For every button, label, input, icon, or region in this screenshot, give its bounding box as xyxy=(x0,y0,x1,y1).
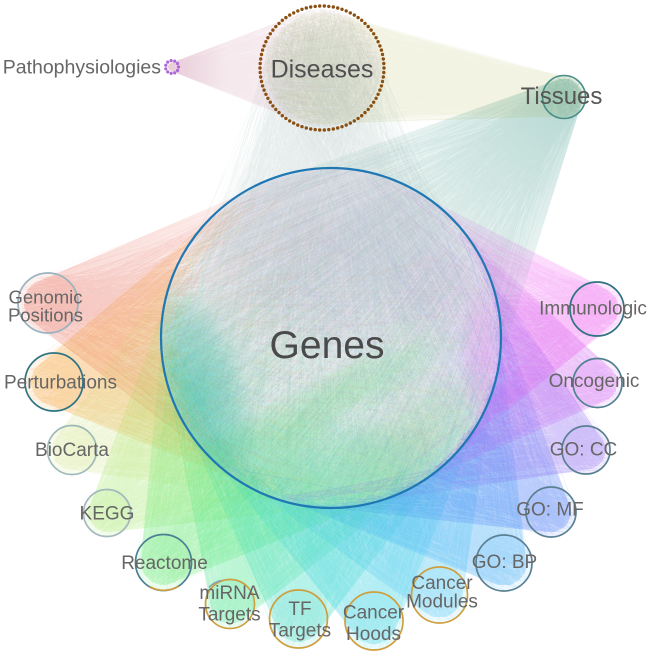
svg-text:Targets: Targets xyxy=(269,621,331,642)
svg-text:Immunologic: Immunologic xyxy=(539,299,647,320)
svg-text:Cancer: Cancer xyxy=(343,603,405,624)
svg-text:GO: BP: GO: BP xyxy=(472,552,537,573)
svg-text:Targets: Targets xyxy=(198,605,260,626)
svg-text:Oncogenic: Oncogenic xyxy=(549,371,640,392)
svg-text:Pathophysiologies: Pathophysiologies xyxy=(3,57,162,79)
svg-text:Tissues: Tissues xyxy=(521,83,603,110)
svg-text:GO: CC: GO: CC xyxy=(550,440,618,461)
svg-text:Reactome: Reactome xyxy=(121,553,208,574)
svg-text:TF: TF xyxy=(288,599,311,620)
svg-text:miRNA: miRNA xyxy=(199,583,259,604)
svg-text:Genes: Genes xyxy=(270,324,385,367)
svg-text:GO: MF: GO: MF xyxy=(516,500,584,521)
svg-text:Cancer: Cancer xyxy=(411,573,473,594)
svg-text:BioCarta: BioCarta xyxy=(35,440,109,461)
svg-text:Diseases: Diseases xyxy=(271,56,374,84)
svg-text:Genomic: Genomic xyxy=(8,287,82,308)
svg-text:Modules: Modules xyxy=(406,592,478,613)
svg-text:Positions: Positions xyxy=(8,305,83,326)
svg-text:Perturbations: Perturbations xyxy=(4,373,117,394)
svg-text:Hoods: Hoods xyxy=(346,624,401,645)
svg-text:KEGG: KEGG xyxy=(80,504,135,525)
